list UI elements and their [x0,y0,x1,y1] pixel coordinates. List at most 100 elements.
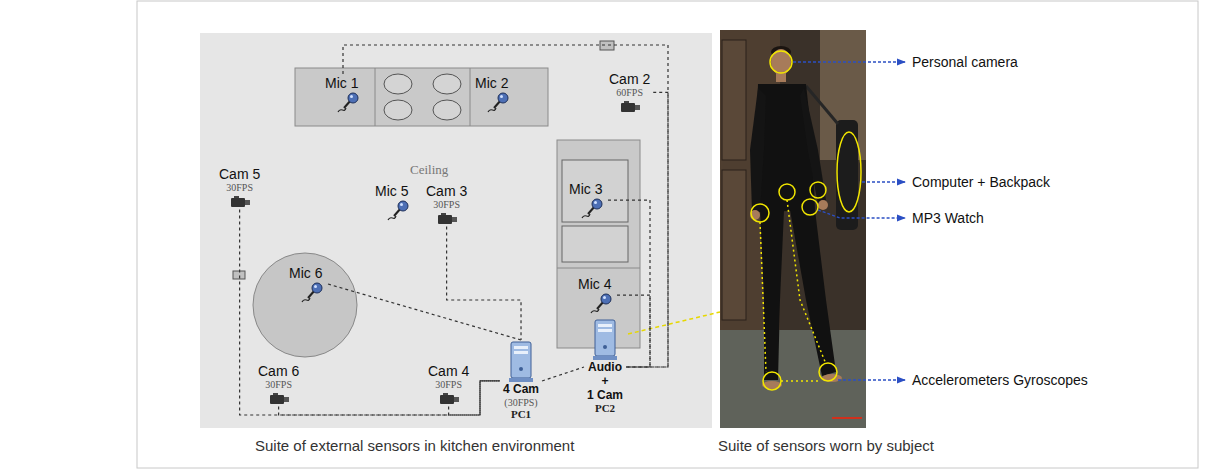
sensor-cable [787,200,826,364]
microphone-shine [314,285,317,288]
sensor-marker [837,132,861,212]
sync-link [628,312,720,334]
sensor-cable [760,222,766,372]
microphone-shine [350,95,353,98]
computer-base [509,378,533,382]
power-button [603,345,607,349]
counter-divider [557,268,640,269]
arm [800,88,826,204]
camera-node: Cam 430FPS [425,362,472,407]
device-detail: 30FPS [265,379,292,391]
camera-body [438,215,452,224]
sensor-marker [779,184,795,200]
camera-lens [284,397,289,402]
device-label: Mic 4 [578,276,611,292]
computer-node: Audio+1 CamPC2 [584,318,626,416]
callout-label: Computer + Backpack [912,174,1050,191]
floor-mark [832,417,862,419]
counter-divider [375,68,376,126]
device-detail: 30FPS [433,199,460,211]
device-label: Mic 3 [569,181,602,197]
device-label: 4 Cam [503,383,539,397]
sensor-cable [781,380,819,382]
signal-wire [617,295,650,367]
camera-icon [229,195,251,209]
foot [762,381,782,389]
device-detail: 30FPS [435,379,462,391]
device-label: Cam 2 [609,71,650,87]
signal-wire [626,92,668,367]
microphone-shine [400,203,403,206]
sensor-cable [760,200,826,381]
device-label: Mic 1 [325,75,358,91]
stove-burner [433,74,461,94]
floor-panel [200,33,712,428]
microphone-node: Mic 2 [472,74,514,114]
drive-bay [598,329,612,332]
microphone-icon [590,292,614,314]
signal-wire [447,227,521,340]
photo-ground [720,30,866,428]
hand [818,200,828,210]
panel-caption: Suite of sensors worn by subject [718,437,934,455]
head [771,49,791,75]
figure-frame [137,1,1198,468]
camera-icon [268,392,290,406]
computer-case [511,342,531,378]
drive-bay [598,324,612,327]
sensor-marker [751,204,769,222]
camera-top [234,196,239,198]
drive-bay [514,346,528,349]
leader-line [818,210,905,218]
device-detail: 60FPS [616,87,643,99]
microphone-node: Mic 5 [372,182,414,222]
counter-side [557,140,640,348]
sink [562,160,628,222]
microphone-node: Mic 3 [566,180,608,220]
arm [750,88,766,212]
stove-burner [384,74,412,94]
junction-box [233,271,245,279]
stove-burner [433,100,461,120]
microphone-icon [301,281,325,303]
cabinet-door [722,40,746,160]
camera-lens [635,105,640,110]
sensor-marker [763,372,781,390]
camera-top [443,393,448,395]
microphone-shine [594,201,597,204]
subject-photo [720,30,866,428]
leg [760,210,784,380]
computer-node: 4 Cam(30FPS)PC1 [500,340,542,422]
round-table [253,253,357,357]
stove-burner [384,100,412,120]
microphone-icon [387,199,411,221]
microphone-node: Mic 6 [286,264,328,304]
device-label: Cam 4 [428,363,469,379]
sensor-marker [819,363,837,381]
cabinet-door [722,170,746,320]
sink [562,226,628,262]
camera-node: Cam 260FPS [606,70,653,115]
signal-wire [542,367,584,381]
camera-lens [454,397,459,402]
signal-wire [240,210,500,415]
camera-top [441,213,446,215]
device-label: Mic 6 [289,265,322,281]
panel-caption: Suite of external sensors in kitchen env… [255,437,574,455]
device-label: Audio [588,361,622,375]
computer-icon [590,319,620,361]
power-button [519,367,523,371]
sensor-marker [751,51,861,390]
device-detail: 30FPS [226,182,253,194]
device-detail: (30FPS) [504,397,537,409]
microphone-icon [337,91,361,113]
camera-body [440,395,454,404]
microphone-icon [581,197,605,219]
signal-wire [328,284,521,340]
camera-body [231,198,245,207]
camera-icon [438,392,460,406]
device-label: Mic 5 [375,183,408,199]
microphone-node: Mic 1 [322,74,364,114]
microphone-shine [603,296,606,299]
